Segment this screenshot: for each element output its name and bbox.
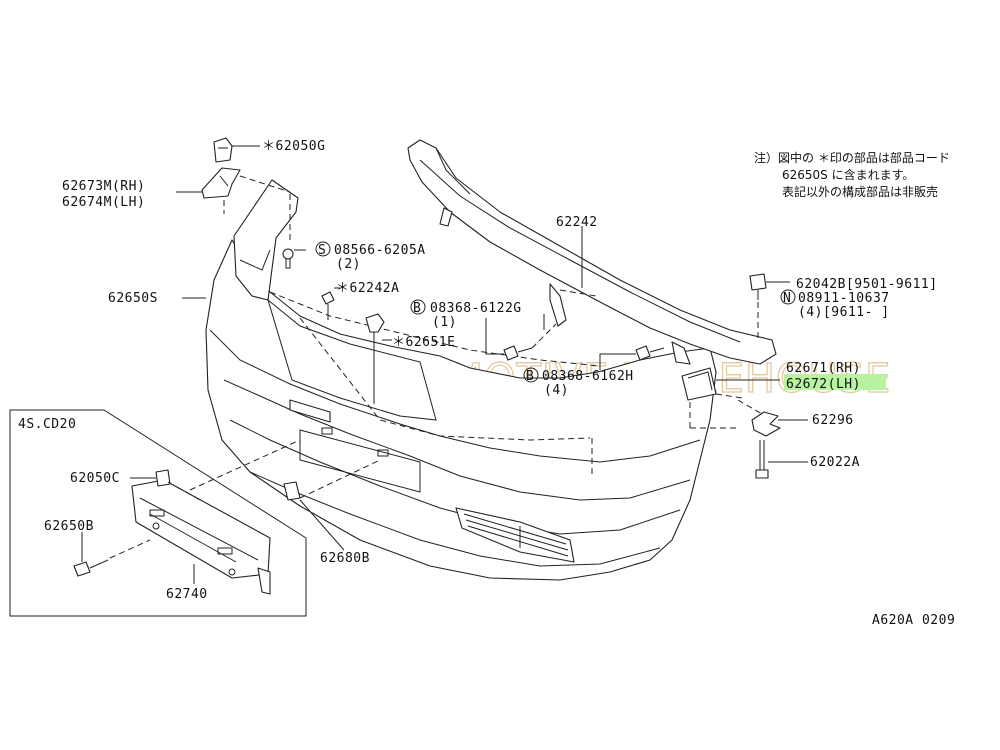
label-08368H: 08368-6162H bbox=[542, 369, 634, 384]
label-08368G: 08368-6122G bbox=[430, 301, 522, 316]
label-08368G-qty: (1) bbox=[432, 315, 457, 330]
label-08566: 08566-6205A bbox=[334, 243, 426, 258]
label-62042B: 62042B[9501-9611] bbox=[796, 277, 938, 292]
label-08566-qty: (2) bbox=[336, 257, 361, 272]
upper-reinforcement-62242 bbox=[407, 139, 777, 365]
label-08368H-qty: (4) bbox=[544, 383, 569, 398]
label-62050C: 62050C bbox=[70, 471, 120, 486]
clip-62050G bbox=[213, 137, 260, 163]
screw-08566 bbox=[282, 194, 306, 269]
symbol-circle-s bbox=[315, 241, 331, 257]
label-08911-qty: (4)[9611- ] bbox=[798, 305, 890, 320]
note-line-2: 62650S に含まれます。 bbox=[782, 167, 914, 182]
label-62242: 62242 bbox=[556, 215, 598, 230]
label-62022A: 62022A bbox=[810, 455, 860, 470]
symbol-b1: B bbox=[413, 301, 421, 316]
nut-62042B bbox=[749, 273, 790, 340]
inset-title: 4S.CD20 bbox=[18, 417, 76, 432]
inset-4S-CD20 bbox=[9, 409, 307, 617]
symbol-circle-b2 bbox=[523, 367, 539, 383]
label-62673M: 62673M(RH) bbox=[62, 179, 145, 194]
clip-62651E bbox=[365, 313, 392, 404]
symbol-n: N bbox=[783, 291, 791, 306]
label-62674M: 62674M(LH) bbox=[62, 195, 145, 210]
note-line-1: 注）図中の ＊印の部品は部品コード bbox=[754, 150, 950, 165]
bolt-08368H bbox=[599, 345, 665, 370]
spring-62296 bbox=[690, 399, 808, 437]
label-08911: 08911-10637 bbox=[798, 291, 890, 306]
bumper-fascia bbox=[205, 179, 717, 581]
note-line-3: 表記以外の構成部品は非販売 bbox=[782, 184, 938, 199]
symbol-circle-b1 bbox=[410, 299, 426, 315]
diagram-code: A620A 0209 bbox=[872, 613, 955, 628]
bolt-62022A bbox=[755, 440, 808, 479]
label-62651E: ＊62651E bbox=[392, 335, 455, 350]
symbol-circle-n bbox=[780, 289, 796, 305]
label-62296: 62296 bbox=[812, 413, 854, 428]
label-62650B: 62650B bbox=[44, 519, 94, 534]
fog-lamp-grille bbox=[455, 507, 575, 563]
bolt-08368G bbox=[485, 318, 557, 361]
symbol-b2: B bbox=[526, 369, 534, 384]
label-62740: 62740 bbox=[166, 587, 208, 602]
symbol-s: S bbox=[318, 243, 326, 258]
bracket-62673M bbox=[176, 167, 291, 214]
bolt-62242A bbox=[321, 287, 340, 320]
label-62650S: 62650S bbox=[108, 291, 158, 306]
label-62671: 62671(RH) bbox=[786, 361, 861, 376]
label-62242A: ＊62242A bbox=[336, 281, 399, 296]
clip-62680B bbox=[283, 459, 381, 551]
bracket-62671 bbox=[681, 367, 780, 428]
label-62672: 62672(LH) bbox=[786, 377, 861, 392]
label-62050G: ＊62050G bbox=[262, 139, 325, 154]
label-62680B: 62680B bbox=[320, 551, 370, 566]
highlight-62672 bbox=[784, 374, 886, 390]
